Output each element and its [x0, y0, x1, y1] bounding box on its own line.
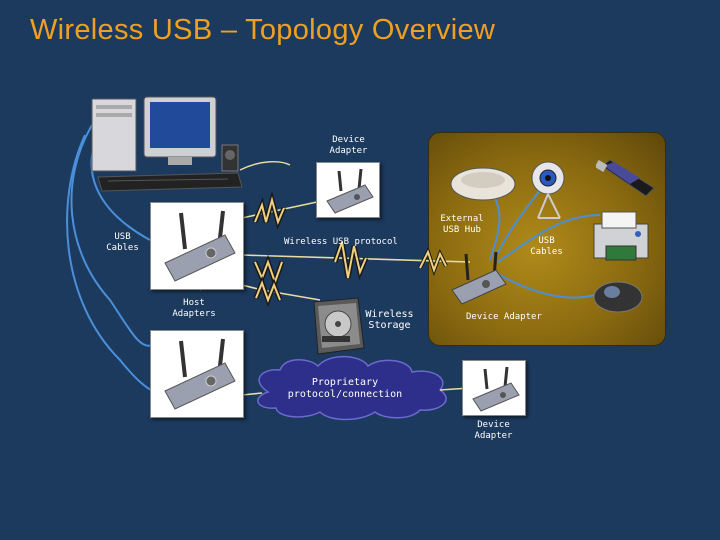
label-wireless-storage: Wireless Storage — [365, 309, 414, 331]
label-device-adapter-top: Device Adapter — [329, 135, 368, 156]
label-proprietary: Proprietary protocol/connection — [287, 377, 403, 400]
wireless-line-5 — [239, 161, 291, 171]
usb-cable-hub-2 — [497, 214, 601, 263]
host-adapter-2-box — [150, 330, 244, 418]
hub-device-adapter-icon — [451, 251, 507, 305]
label-device-adapter-right: Device Adapter — [466, 312, 542, 322]
wireless-signal-3-glow — [255, 280, 281, 303]
usb-cable-hub-3 — [499, 274, 596, 299]
wireless-signal-1-glow — [254, 196, 285, 226]
slide-title: Wireless USB – Topology Overview — [30, 14, 496, 46]
label-device-adapter-bottom: Device Adapter — [474, 420, 513, 441]
label-host-adapters: Host Adapters — [172, 298, 216, 319]
wireless-adapter-icon — [472, 366, 520, 412]
printer-icon — [593, 211, 649, 261]
label-usb-cables-right: USB Cables — [530, 236, 563, 257]
wireless-adapter-icon — [326, 168, 374, 214]
usb-hub-icon — [450, 167, 516, 201]
wireless-adapter-icon — [164, 210, 236, 282]
device-adapter-bottom-box — [462, 360, 526, 416]
label-wireless-usb-protocol: Wireless USB protocol — [284, 237, 398, 247]
label-external-usb-hub: External USB Hub — [440, 214, 484, 235]
label-usb-cables-left: USB Cables — [106, 232, 139, 253]
usb-cable-1 — [70, 124, 153, 347]
hard-drive-icon — [313, 297, 365, 355]
wireless-signal-4-glow — [334, 241, 367, 279]
mouse-icon — [593, 281, 643, 313]
cloud-connector-left — [241, 392, 263, 396]
wireless-signal-2-glow — [254, 259, 283, 286]
webcam-icon — [531, 161, 565, 219]
wireless-adapter-icon — [164, 338, 236, 410]
device-adapter-top-box — [316, 162, 380, 218]
usb-cable-3 — [66, 134, 156, 393]
host-adapter-1-box — [150, 202, 244, 290]
flash-drive-icon — [596, 159, 655, 197]
wireless-signal-5-glow — [419, 249, 447, 273]
host-computer-icon — [91, 96, 243, 192]
